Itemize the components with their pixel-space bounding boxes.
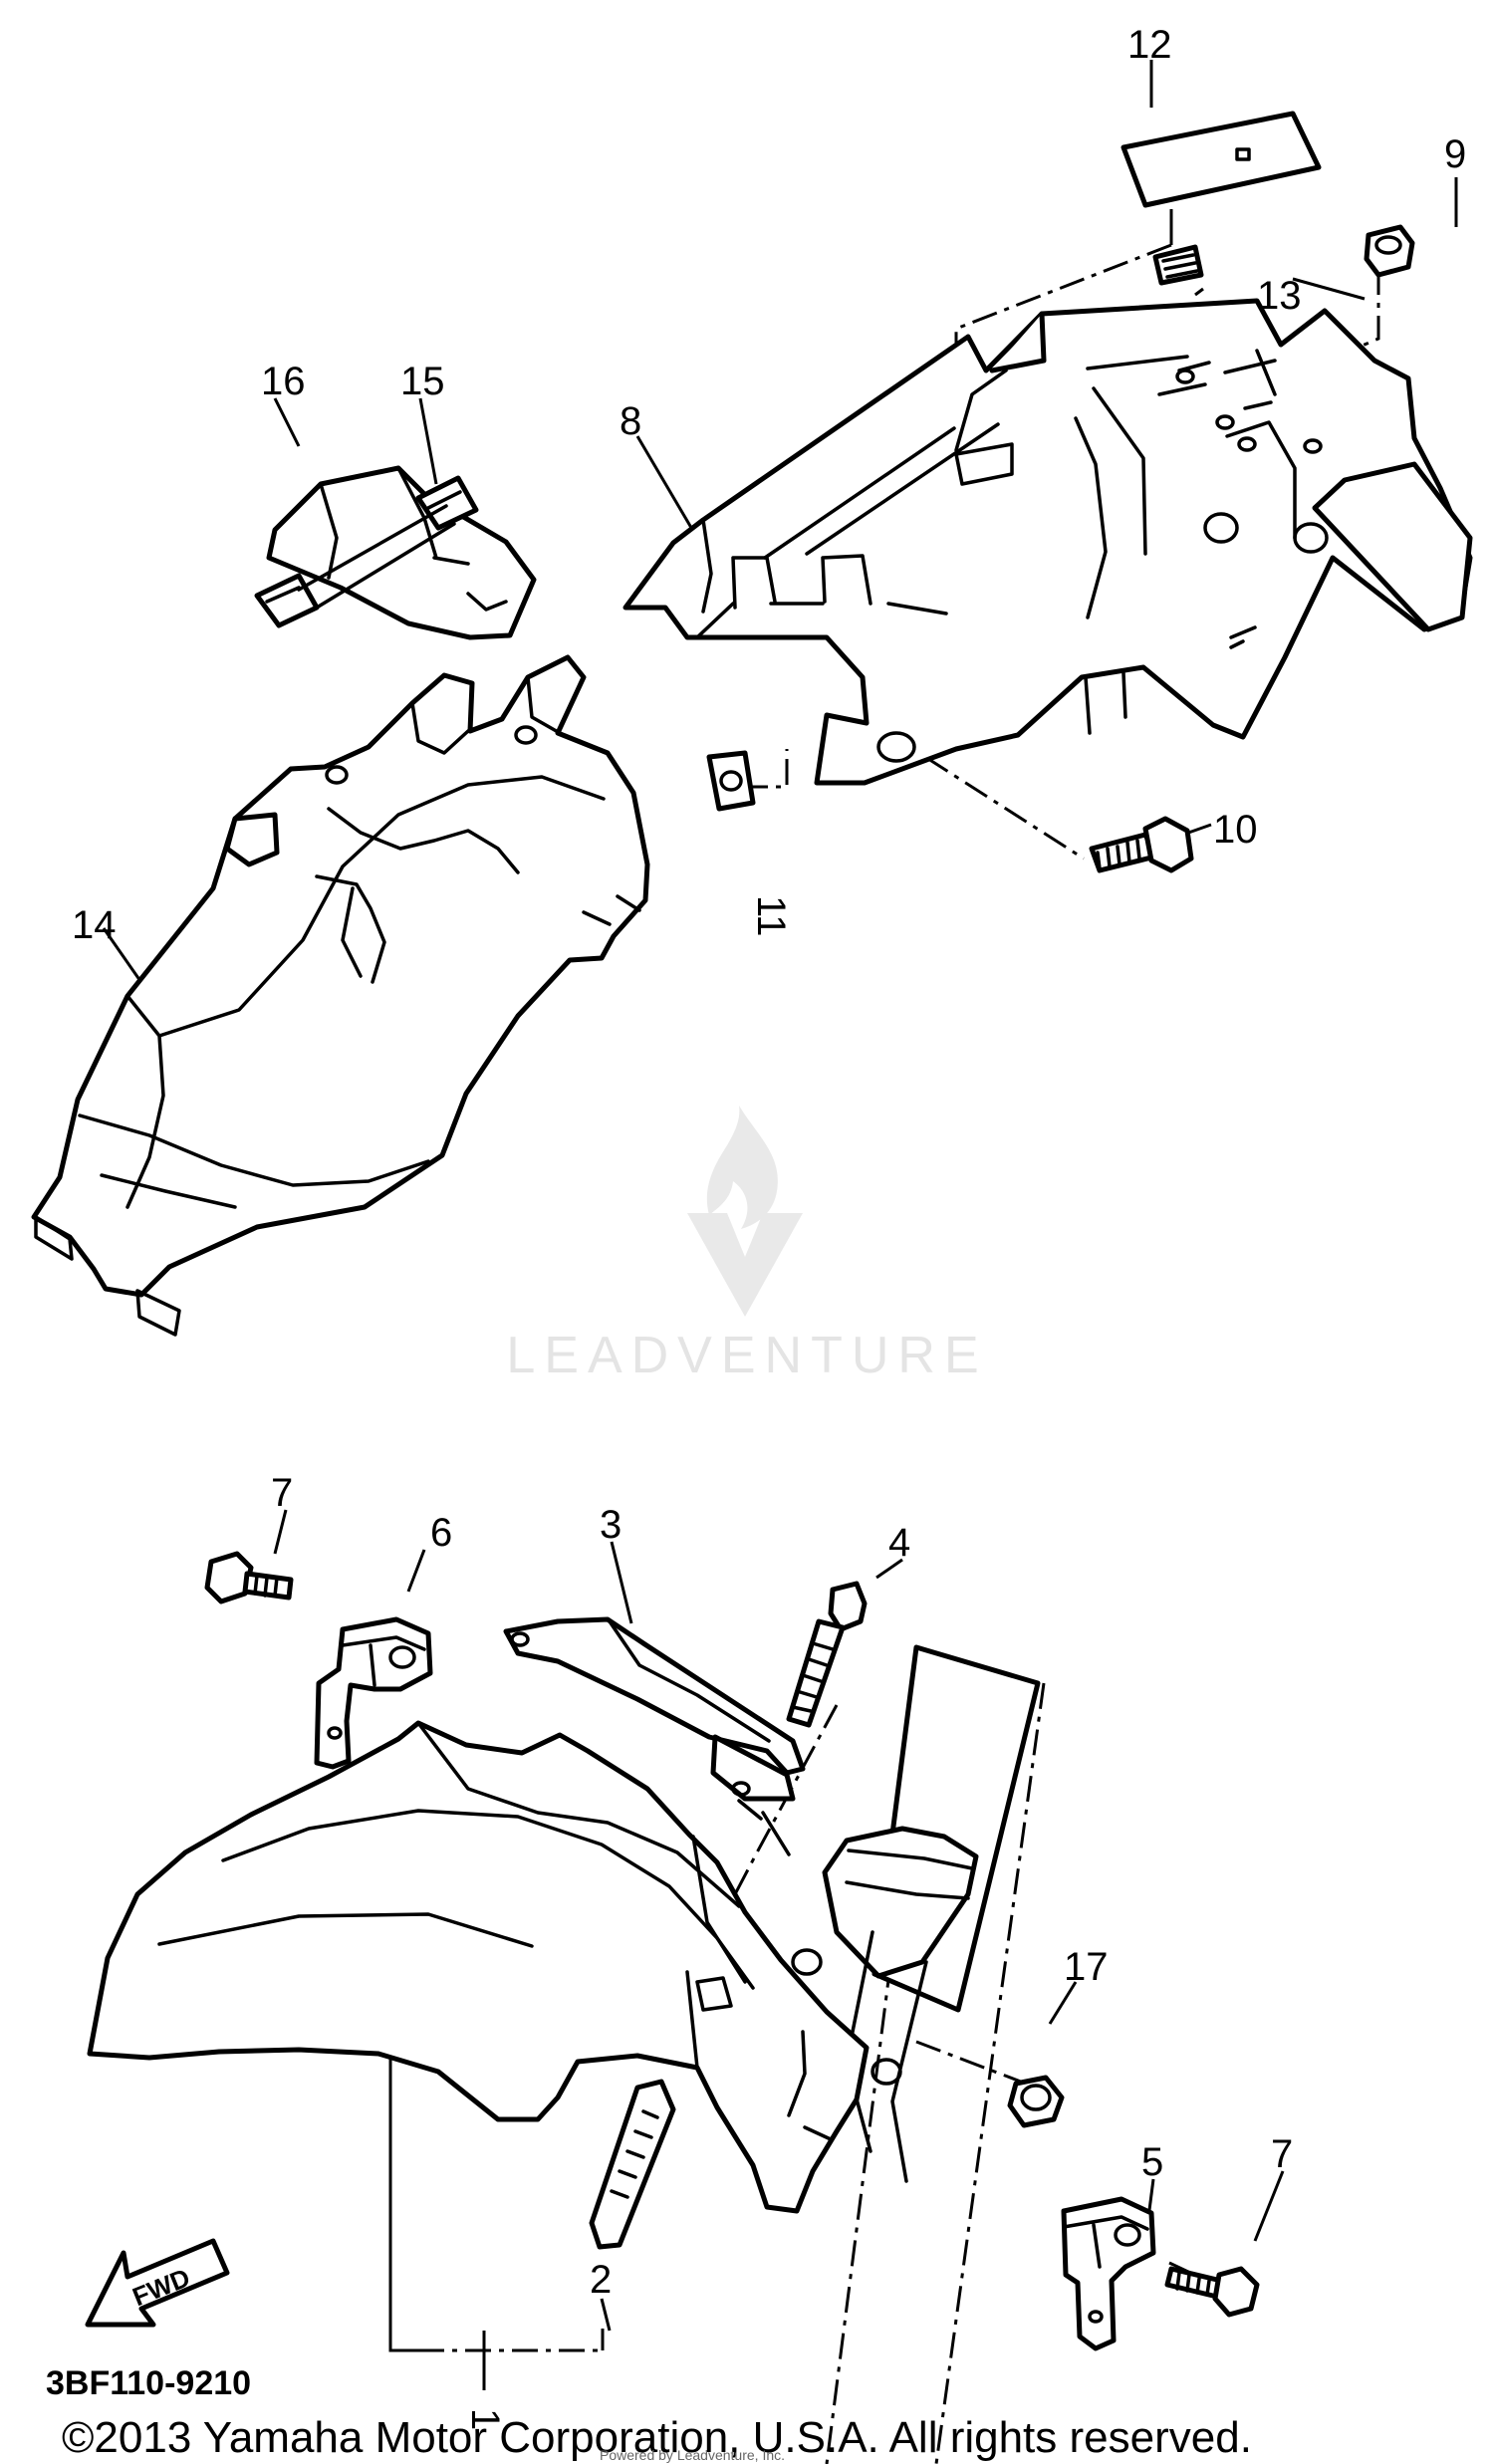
- callout-numbers: 12 9 13 16 15 8 10 11 14 7 6 3 4 17 5 7 …: [72, 23, 1466, 2430]
- callout-17: 17: [1064, 1945, 1109, 1989]
- part-5-fender-bracket: [1061, 2196, 1156, 2351]
- part-7-bolt-upper: [204, 1551, 294, 1604]
- callout-7-lower: 7: [1271, 2132, 1293, 2176]
- callout-7-upper: 7: [271, 1471, 293, 1515]
- callout-12: 12: [1127, 23, 1172, 67]
- callout-13: 13: [1257, 274, 1302, 318]
- part-13-plate-clip: [1152, 244, 1204, 286]
- copyright-notice: ©2013 Yamaha Motor Corporation, U.S.A. A…: [62, 2413, 1252, 2462]
- part-9-nut: [1364, 224, 1415, 278]
- callout-11: 11: [749, 895, 793, 937]
- callout-9: 9: [1444, 132, 1466, 176]
- part-4-bolt: [786, 1581, 868, 1728]
- part-3-fender-stay: [503, 1616, 806, 1802]
- front-fork-tube: [822, 1644, 1041, 2183]
- watermark-flame-icon: [706, 1106, 778, 1229]
- callout-15: 15: [400, 360, 445, 403]
- diagram-code: 3BF110-9210: [46, 2364, 251, 2402]
- powered-by-credit: Powered by Leadventure, Inc.: [600, 2447, 785, 2463]
- part-6-fender-bracket: [314, 1616, 433, 1770]
- callout-8: 8: [620, 399, 641, 443]
- part-14-inner-fender: [31, 654, 650, 1337]
- callout-16: 16: [261, 360, 306, 403]
- part-11-clip-nut: [706, 750, 756, 812]
- part-10-bolt: [1089, 816, 1194, 873]
- callout-3: 3: [600, 1503, 622, 1547]
- callout-2: 2: [590, 2258, 612, 2302]
- callout-1: 1: [463, 2408, 507, 2430]
- fwd-arrow: FWD: [85, 2238, 230, 2328]
- watermark: LEADVENTURE: [506, 1106, 987, 1384]
- callout-14: 14: [72, 903, 117, 947]
- part-2-reflector: [589, 2079, 676, 2250]
- fwd-arrow-icon: [85, 2238, 230, 2328]
- callout-4: 4: [888, 1521, 910, 1565]
- part-12-label-plate: [1120, 111, 1322, 208]
- watermark-text: LEADVENTURE: [506, 1327, 987, 1384]
- part-8-rear-fender: [622, 298, 1473, 786]
- part-7-bolt-lower: [1164, 2266, 1260, 2318]
- callout-10: 10: [1213, 808, 1258, 852]
- part-1-front-fender: [87, 1720, 902, 2214]
- watermark-v-icon: [687, 1213, 803, 1317]
- callout-6: 6: [430, 1511, 452, 1555]
- part-17-cap: [1007, 2075, 1065, 2128]
- callout-5: 5: [1141, 2140, 1163, 2184]
- part-15-strap: [254, 475, 479, 628]
